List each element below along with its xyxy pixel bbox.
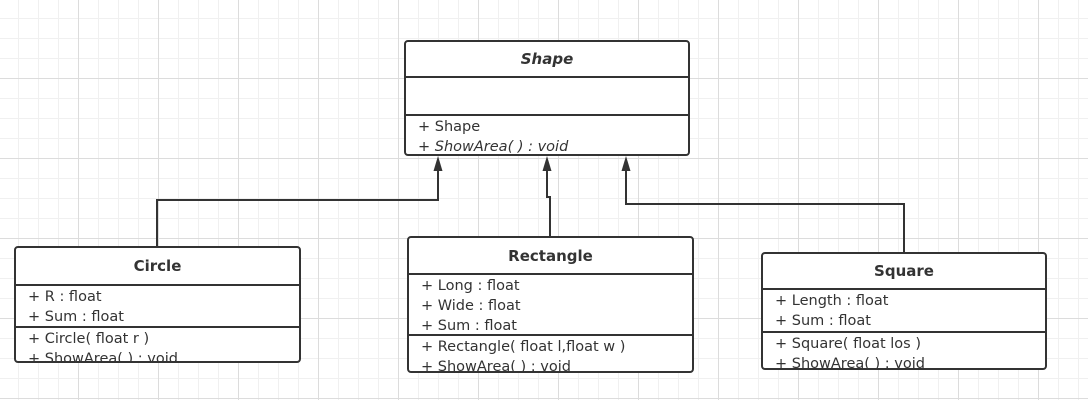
edge-circle-to-shape[interactable] <box>156 170 439 246</box>
class-square[interactable]: Square + Length : float + Sum : float + … <box>761 252 1047 370</box>
attribute-row: + Sum : float <box>28 309 124 325</box>
class-methods-rectangle: + Rectangle( float l,float w ) + ShowAre… <box>409 336 692 371</box>
class-shape[interactable]: Shape + Shape + ShowArea( ) : void <box>404 40 690 156</box>
class-name-square: Square <box>763 254 1045 290</box>
method-row: + Circle( float r ) <box>28 331 150 347</box>
class-name-rectangle: Rectangle <box>409 238 692 275</box>
attribute-row: + R : float <box>28 289 102 305</box>
class-attributes-square: + Length : float + Sum : float <box>763 290 1045 333</box>
class-attributes-shape <box>406 78 688 116</box>
method-row: + ShowArea( ) : void <box>421 359 571 373</box>
method-row: + ShowArea( ) : void <box>28 351 178 363</box>
attribute-row: + Long : float <box>421 278 520 294</box>
method-row: + Rectangle( float l,float w ) <box>421 339 626 355</box>
attribute-row: + Sum : float <box>775 313 871 329</box>
method-row: + ShowArea( ) : void <box>775 356 925 370</box>
class-rectangle[interactable]: Rectangle + Long : float + Wide : float … <box>407 236 694 373</box>
method-row: + ShowArea( ) : void <box>418 139 569 155</box>
class-methods-shape: + Shape + ShowArea( ) : void <box>406 116 688 154</box>
method-row: + Square( float los ) <box>775 336 921 352</box>
edge-rectangle-to-shape[interactable] <box>546 170 551 236</box>
class-methods-circle: + Circle( float r ) + ShowArea( ) : void <box>16 328 299 363</box>
method-row: + Shape <box>418 119 481 135</box>
class-methods-square: + Square( float los ) + ShowArea( ) : vo… <box>763 333 1045 368</box>
arrowhead-square-to-shape <box>621 156 631 171</box>
class-name-shape: Shape <box>406 42 688 78</box>
arrowhead-rectangle-to-shape <box>542 156 552 171</box>
attribute-row: + Wide : float <box>421 298 521 314</box>
attribute-row: + Sum : float <box>421 318 517 334</box>
attribute-row: + Length : float <box>775 293 889 309</box>
class-attributes-rectangle: + Long : float + Wide : float + Sum : fl… <box>409 275 692 336</box>
class-circle[interactable]: Circle + R : float + Sum : float + Circl… <box>14 246 301 363</box>
class-name-circle: Circle <box>16 248 299 286</box>
arrowhead-circle-to-shape <box>433 156 443 171</box>
class-attributes-circle: + R : float + Sum : float <box>16 286 299 328</box>
